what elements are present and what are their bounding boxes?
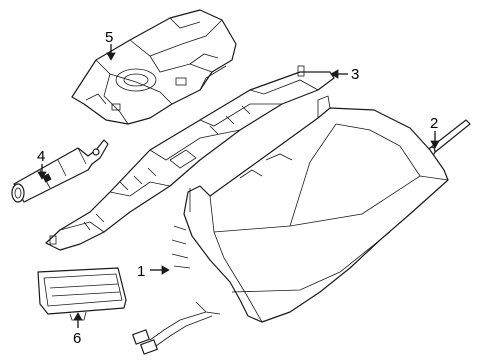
part-3-trim-rail [45,65,335,251]
callout-4: 4 [37,148,45,165]
callout-leaders [37,44,440,328]
part-6-lamp-module [37,267,127,321]
part-1-glove-box [132,95,449,355]
part-5-latch-bracket [71,9,237,125]
callout-3: 3 [351,66,359,83]
part-2-rod [428,119,471,156]
callout-2: 2 [430,115,438,132]
callout-1: 1 [137,263,145,280]
callout-6: 6 [73,330,81,347]
callout-5: 5 [105,29,113,46]
part-4-damper [11,139,109,203]
